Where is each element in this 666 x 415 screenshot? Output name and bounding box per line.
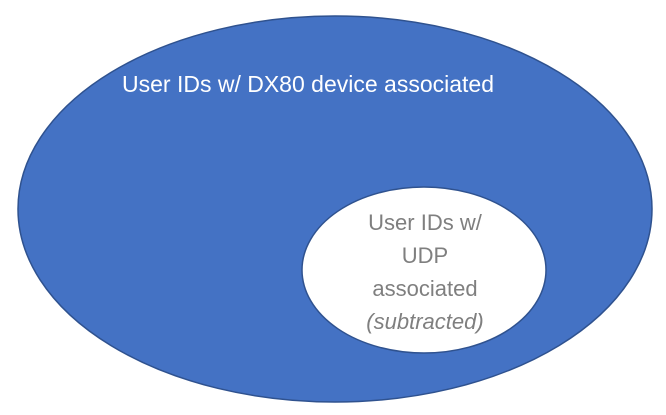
inner-set-label-line-2: UDP <box>401 243 449 268</box>
inner-set-label-line-3: associated <box>372 276 478 301</box>
outer-set-label: User IDs w/ DX80 device associated <box>122 71 494 97</box>
inner-set-ellipse <box>301 186 547 354</box>
inner-set-label: User IDs w/ UDP associated (subtracted) <box>303 206 547 338</box>
inner-set-label-line-1: User IDs w/ <box>368 210 482 235</box>
inner-set-note: (subtracted) <box>366 309 484 334</box>
